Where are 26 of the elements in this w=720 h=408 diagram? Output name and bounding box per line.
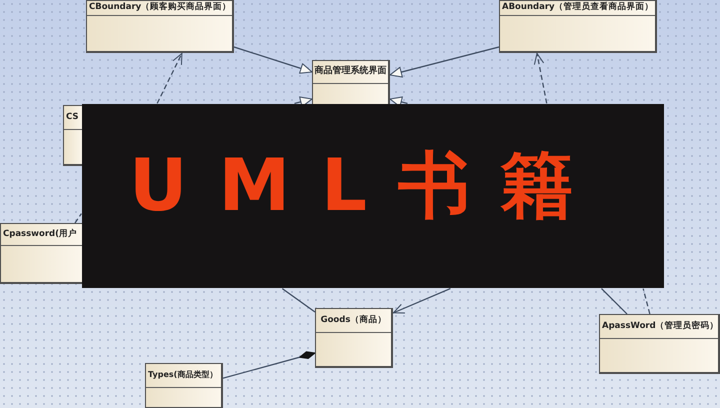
class-name: ApassWord（管理员密码）: [602, 322, 719, 332]
class-box: [499, 0, 657, 53]
class-name: CBoundary（顾客购买商品界面）: [89, 3, 232, 13]
class-name: Goods（商品）: [320, 316, 386, 326]
arrow: [390, 46, 500, 78]
class-box: [312, 60, 390, 106]
class-name: Types(商品类型）: [148, 371, 218, 380]
class-name: ABoundary（管理员查看商品界面）: [502, 3, 654, 13]
class-name: Cpassword(用户: [3, 230, 78, 240]
class-box: [145, 363, 223, 408]
class-name: CS: [66, 112, 79, 122]
arrow: [392, 288, 451, 314]
arrow: [234, 46, 312, 74]
connector-line: [282, 288, 316, 312]
connector-line: [601, 288, 628, 314]
class-name: 商品管理系统界面: [314, 67, 386, 77]
class-box: [0, 223, 84, 284]
class-box: [315, 308, 393, 368]
title: UML书籍: [129, 149, 604, 221]
dashed-arrow: [156, 52, 183, 104]
diamond-connector: [222, 351, 316, 379]
dashed-arrow: [534, 52, 548, 104]
dashed-connector-line: [642, 288, 650, 314]
class-box: [599, 314, 720, 374]
dashed-connector-line: [74, 213, 82, 224]
class-box: [86, 0, 234, 53]
